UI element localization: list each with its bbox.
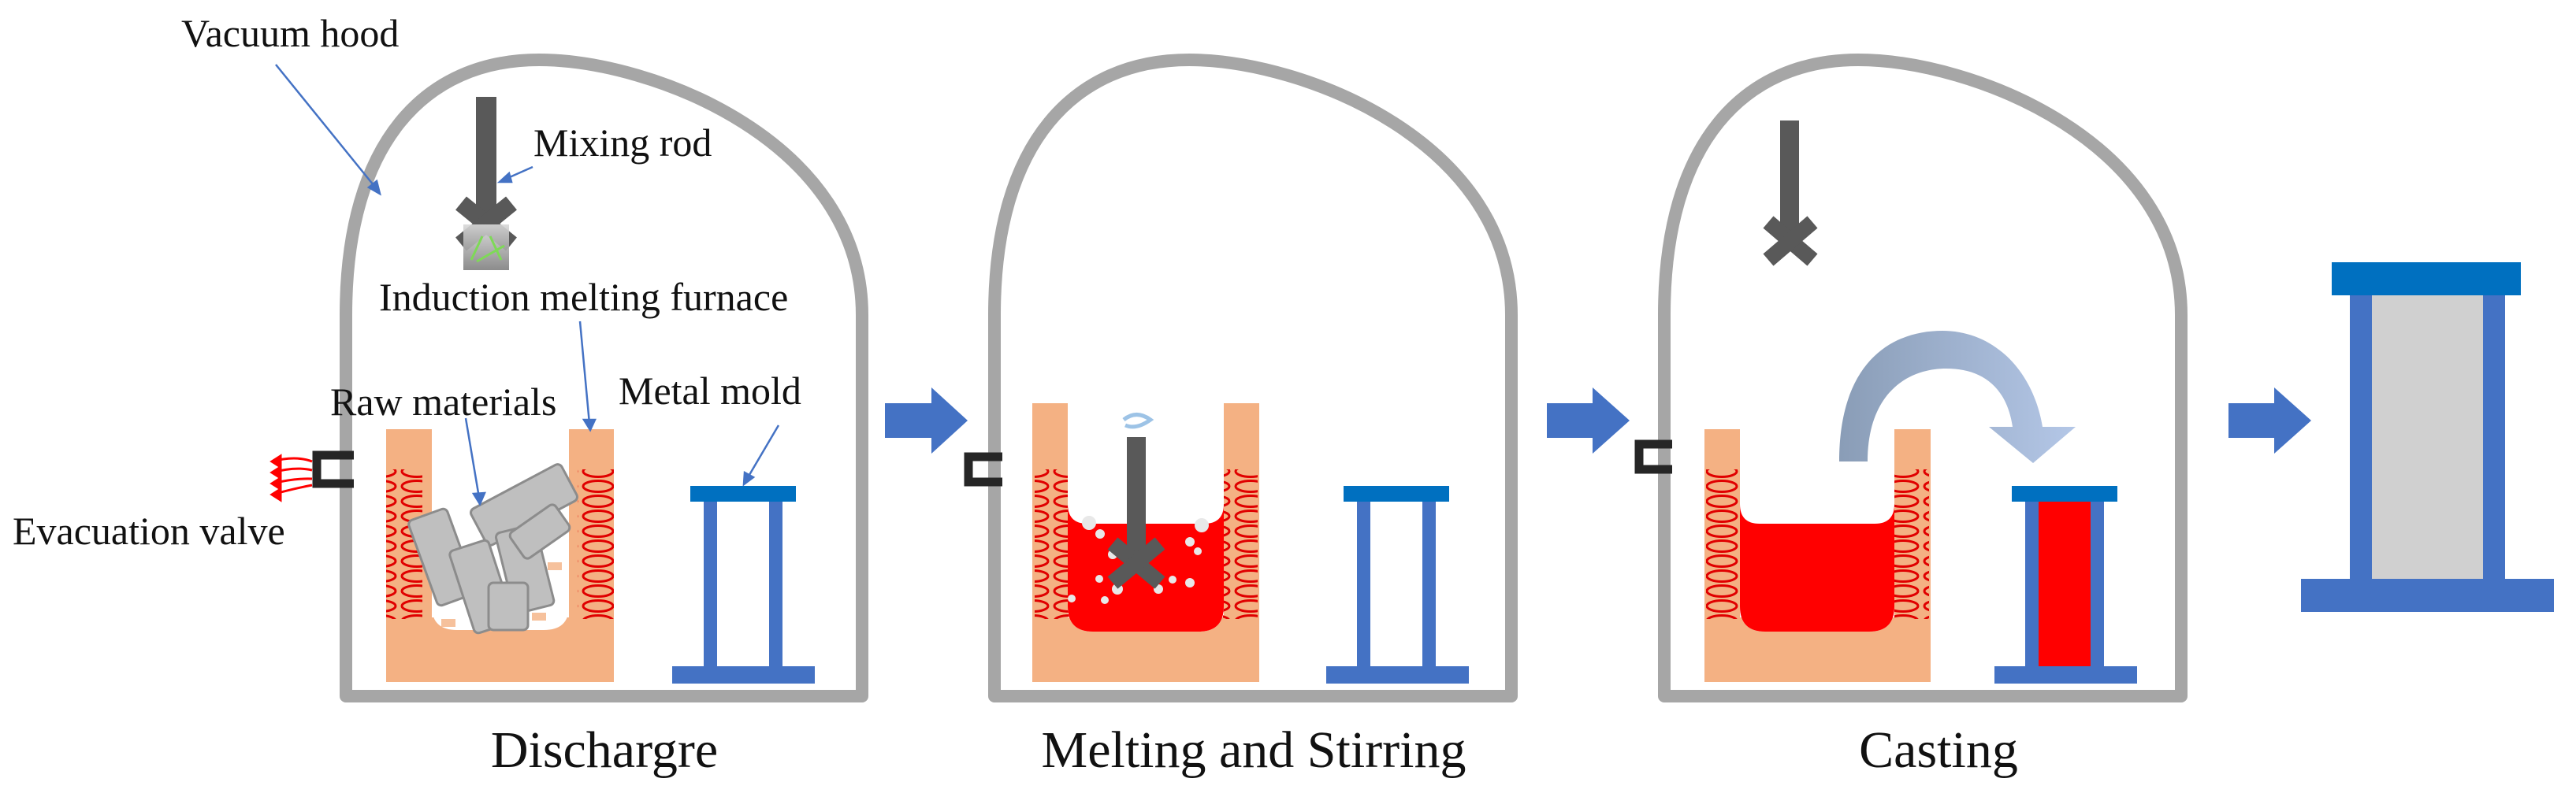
induction-coil-left (1035, 469, 1069, 619)
induction-coil-right (1894, 469, 1929, 619)
vacuum-hood-label: Vacuum hood (181, 11, 399, 55)
stage-caption: Casting (1859, 721, 2018, 779)
induction-coil-right (578, 469, 614, 619)
pour-arrow (1808, 331, 2076, 463)
mixing-rod-label: Mixing rod (533, 120, 712, 165)
mixing-rod (455, 97, 517, 270)
induction-coil-right (1223, 469, 1258, 619)
process-arrow (885, 387, 968, 454)
molten-metal (1740, 504, 1894, 632)
vacuum-hood (988, 54, 1518, 702)
stage-discharge: Vacuum hood Mixing rod Induction melting… (13, 11, 868, 779)
ingot (2372, 295, 2483, 579)
stage-melting-stirring: Melting and Stirring (964, 54, 1518, 779)
leader-lines (275, 64, 780, 506)
induction-furnace (1704, 429, 1931, 682)
cast-ingot-result (2301, 262, 2554, 612)
raw-materials-label: Raw materials (330, 380, 556, 424)
mixing-rod (1763, 120, 1818, 266)
process-arrow (1547, 387, 1630, 454)
metal-mold-label: Metal mold (619, 369, 801, 413)
stage-caption: Dischargre (491, 721, 718, 779)
mixing-rod (1107, 413, 1165, 589)
evacuation-valve (269, 450, 354, 502)
metal-mold-filled (1994, 486, 2137, 684)
induction-furnace-label: Induction melting furnace (379, 275, 788, 319)
raw-materials (407, 463, 578, 635)
evacuation-valve (1634, 439, 1672, 474)
process-arrow (2228, 387, 2311, 454)
stage-casting: Casting (1634, 54, 2188, 779)
metal-mold (1326, 486, 1469, 684)
vacuum-hood (1658, 54, 2188, 702)
stage-caption: Melting and Stirring (1042, 721, 1466, 779)
cast-metal (2039, 502, 2091, 666)
induction-coil-left (1706, 469, 1741, 619)
metal-mold (672, 486, 815, 684)
evacuation-valve (964, 452, 1002, 487)
vacuum-hood (340, 54, 868, 702)
evacuation-valve-label: Evacuation valve (13, 509, 285, 553)
bubbles (1068, 516, 1209, 604)
rotation-icon (1122, 413, 1154, 429)
